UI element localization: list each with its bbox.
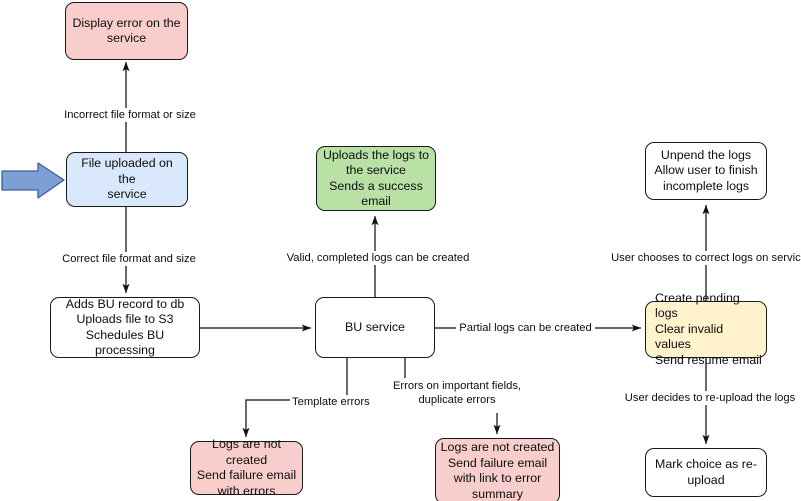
edge-label-user-decides-reupload: User decides to re-upload the logs [619, 391, 801, 405]
node-file-uploaded-on-service[interactable]: File uploaded on the service [66, 152, 188, 207]
node-unpend-logs[interactable]: Unpend the logs Allow user to finish inc… [645, 142, 767, 200]
node-display-error[interactable]: Display error on the service [65, 2, 188, 60]
edge-label-field-duplicate-errors: Errors on important fields, duplicate er… [390, 379, 524, 407]
node-adds-bu-record[interactable]: Adds BU record to db Uploads file to S3 … [50, 297, 200, 358]
edge-label-correct-logs-on-service: User chooses to correct logs on service [609, 251, 801, 265]
edge-label-template-errors: Template errors [290, 395, 378, 409]
node-uploads-logs-success[interactable]: Uploads the logs to the service Sends a … [316, 146, 436, 211]
edge-label-correct-file-format: Correct file format and size [57, 252, 201, 266]
node-logs-not-created-field-errors[interactable]: Logs are not created Send failure email … [435, 438, 560, 501]
edge-label-partial-logs: Partial logs can be created [456, 321, 595, 335]
node-bu-service[interactable]: BU service [315, 297, 435, 358]
edge-label-incorrect-file-format: Incorrect file format or size [58, 108, 202, 122]
entry-block-arrow [1, 162, 65, 199]
edge-label-valid-completed-logs: Valid, completed logs can be created [282, 251, 474, 265]
node-mark-choice-as-reupload[interactable]: Mark choice as re- upload [645, 448, 767, 497]
node-create-pending-logs[interactable]: Create pending logs Clear invalid values… [645, 291, 767, 367]
node-logs-not-created-template-errors[interactable]: Logs are not created Send failure email … [190, 437, 303, 498]
